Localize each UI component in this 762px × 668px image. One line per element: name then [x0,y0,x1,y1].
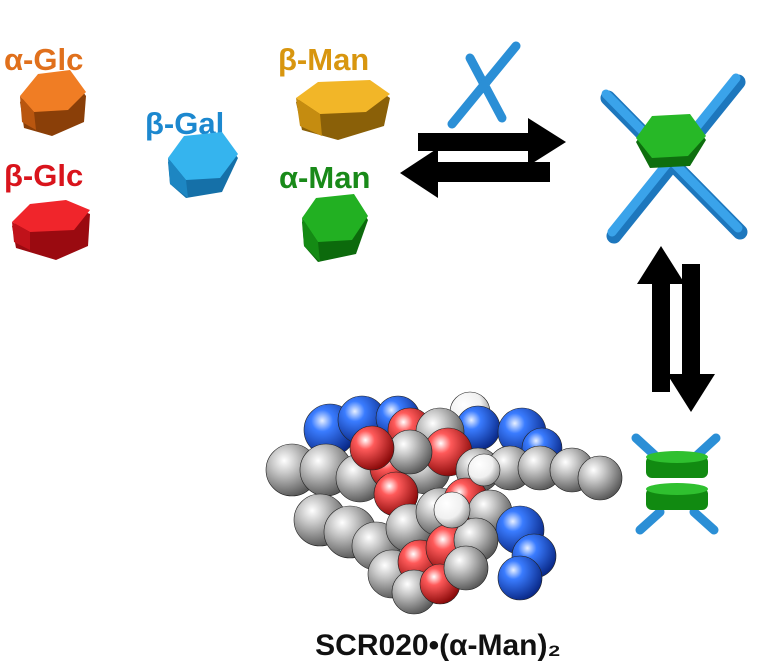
equilibrium-arrows-vertical [637,246,715,412]
sugar-hexagon-a-man [302,194,368,262]
receptor-complex-1to2 [631,433,721,535]
carbon-atom [577,455,623,501]
receptor-icon-free [447,41,521,129]
sugar-label-b-man: β-Man [278,42,369,77]
bound-sugar-upper-icon [646,451,708,478]
hydrogen-atom [467,453,501,487]
equilibrium-arrows-horizontal [400,118,566,198]
arrow-right-icon [418,118,566,166]
bound-sugar-icon [636,114,706,168]
arrow-up-icon [637,246,685,392]
bound-sugar-lower-icon [646,483,708,510]
arrow-down-icon [667,264,715,412]
sugar-hexagon-b-man [296,80,390,140]
hydrogen-atom [433,491,471,529]
sugar-label-b-glc: β-Glc [4,158,83,193]
carbon-atom [387,429,433,475]
sugar-label-a-glc: α-Glc [4,42,83,77]
carbon-atom [443,545,489,591]
complex-caption: SCR020•(α-Man)₂ [315,629,561,662]
sugar-hexagon-b-gal [168,132,238,198]
sugar-label-a-man: α-Man [279,160,370,195]
sugar-hexagon-a-glc [20,70,86,136]
sugar-hexagon-b-glc [12,200,90,260]
arrow-left-icon [400,148,550,198]
oxygen-atom [349,425,395,471]
receptor-complex-1to1 [600,73,748,244]
nitrogen-atom [497,555,543,601]
space-filling-model [265,391,623,615]
